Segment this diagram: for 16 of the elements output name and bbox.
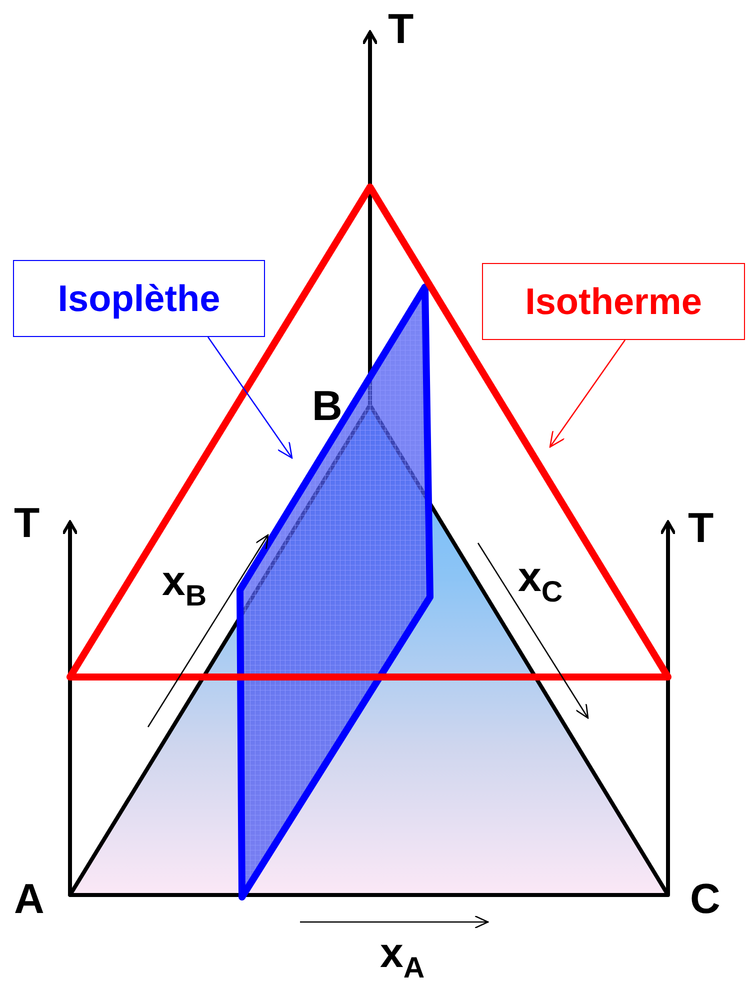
composition-label: x$_{B}$	[162, 560, 207, 611]
axis-label: T	[388, 8, 414, 50]
axis-label: T	[688, 507, 714, 549]
leader-arrow	[549, 340, 626, 448]
composition-label: x$_{C}$	[518, 556, 563, 607]
isopleth-plane	[236, 284, 434, 900]
leader-arrow	[207, 336, 293, 459]
callout-text: Isoplèthe	[58, 278, 220, 320]
axis-label: T	[14, 502, 40, 544]
callout-box	[482, 263, 745, 340]
callout-box	[13, 260, 265, 337]
vertex-label: B	[312, 385, 342, 427]
vertex-label: C	[690, 878, 720, 920]
callout-text: Isotherme	[525, 280, 702, 322]
composition-label: x$_{A}$	[380, 932, 425, 983]
vertex-label: A	[14, 878, 44, 920]
